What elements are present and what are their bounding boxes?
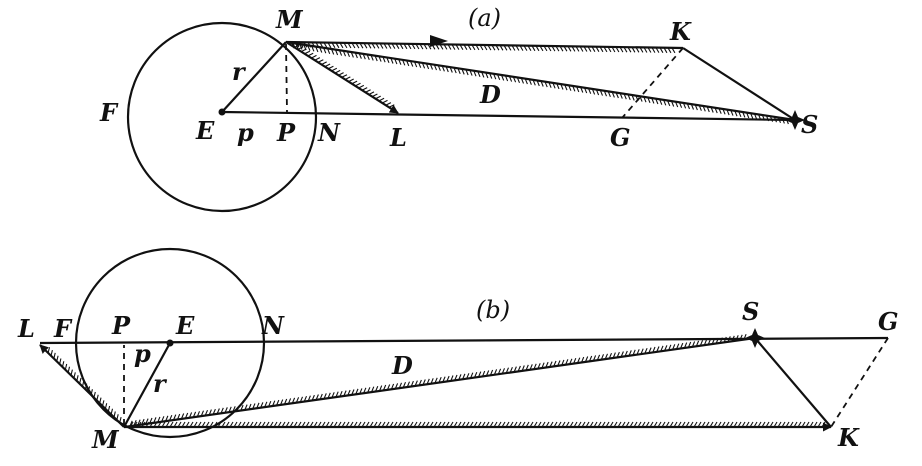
label-K-b: K [837,423,860,452]
label-M-b: M [91,425,120,454]
vector-MS-a [285,40,796,122]
point-E-b [166,339,174,347]
label-G-a: G [610,123,631,152]
figure-a: (a) M K r D F E p P N L G S [99,4,818,213]
vector-KS-a [682,47,796,121]
label-S-b: S [742,297,759,326]
label-r-a: r [232,57,247,86]
label-L-b: L [17,314,35,343]
label-G-b: G [878,307,899,336]
label-D-b: D [391,351,413,380]
caption-a: (a) [468,4,501,32]
label-N-b: N [261,311,285,340]
sun-star-S-a [785,110,805,130]
label-p-a: p [237,118,254,147]
label-r-b: r [153,369,168,398]
label-p-b: p [134,339,151,368]
point-E-a [218,108,226,116]
arrow-on-MK-a [430,35,448,47]
radius-EM-a [221,41,287,113]
label-L-a: L [389,123,407,152]
label-S-a: S [801,110,818,139]
vector-MS-b [123,336,756,429]
vector-ML-b [39,344,125,428]
sun-star-S-b [745,328,765,348]
dashed-KG-a [621,47,684,119]
label-D-a: D [479,80,501,109]
circle-a [126,21,318,213]
vector-ML-a [285,41,399,114]
label-F-a: F [99,98,119,127]
perpendicular-MP-a [285,43,288,113]
label-P-a: P [276,118,296,147]
radius-EM-b [123,342,171,428]
vector-SK-b [754,337,832,428]
figure-b: (b) L F P E N D p r M S G K [17,247,899,454]
label-P-b: P [111,311,131,340]
caption-b: (b) [476,296,510,324]
label-N-a: N [317,118,341,147]
label-F-b: F [53,314,73,343]
baseline-ES-a [221,110,796,122]
vector-MK-a [285,40,684,50]
label-K-a: K [669,17,692,46]
label-E-b: E [175,311,195,340]
hatch-ML-b [47,347,122,423]
label-E-a: E [195,116,215,145]
dashed-GK-b [830,337,889,428]
label-M-a: M [275,5,304,34]
